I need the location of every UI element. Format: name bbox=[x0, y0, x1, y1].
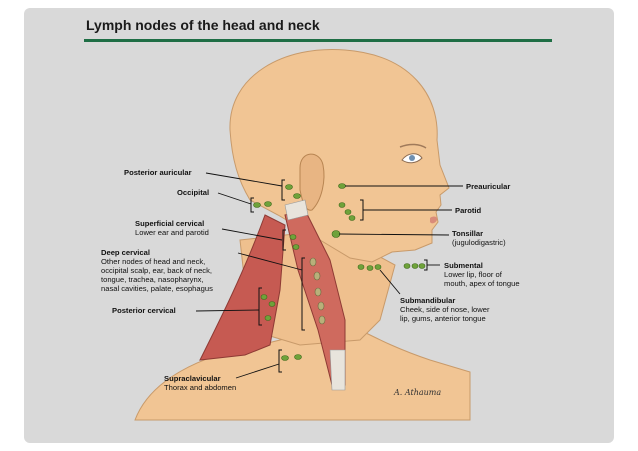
head bbox=[229, 48, 450, 263]
label-posterior-cervical: Posterior cervical bbox=[112, 306, 176, 315]
title-rule bbox=[84, 39, 552, 42]
label-parotid: Parotid bbox=[455, 206, 482, 215]
label-submental: Submental Lower lip, floor of mouth, ape… bbox=[444, 261, 520, 288]
slide: Lymph nodes of the head and neck bbox=[80, 13, 554, 421]
shoulder bbox=[134, 329, 471, 421]
label-preauricular: Preauricular bbox=[466, 182, 511, 191]
label-tonsillar: Tonsillar(jugulodigastric) bbox=[452, 229, 506, 247]
page-title: Lymph nodes of the head and neck bbox=[86, 17, 320, 33]
lymph-nodes bbox=[253, 183, 426, 361]
deep-cervical-nodes bbox=[309, 257, 326, 325]
trapezius-muscle bbox=[199, 214, 286, 361]
label-posterior-auricular: Posterior auricular bbox=[124, 168, 192, 177]
leader-lines bbox=[195, 172, 463, 379]
label-deep-cervical: Deep cervical Other nodes of head and ne… bbox=[101, 248, 213, 293]
label-occipital: Occipital bbox=[177, 188, 210, 197]
label-submandibular: Submandibular Cheek, side of nose, lower… bbox=[400, 296, 490, 323]
signature: A. Athauma bbox=[393, 388, 441, 397]
